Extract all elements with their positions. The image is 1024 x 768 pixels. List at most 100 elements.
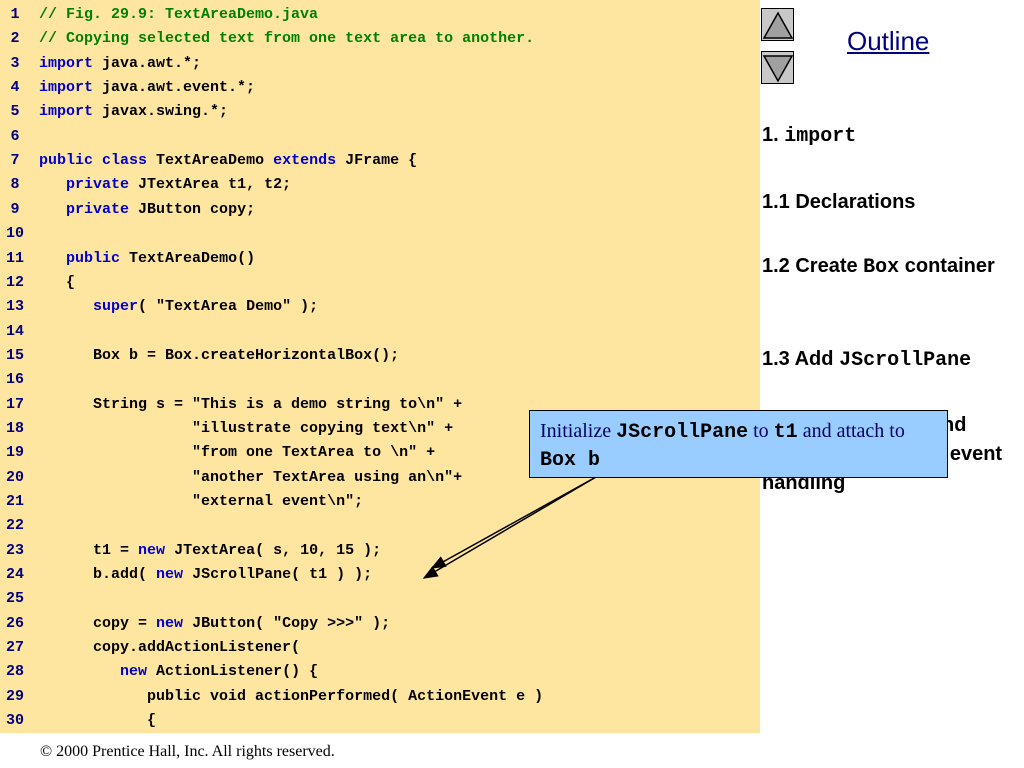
code-line: 29 public void actionPerformed( ActionEv…	[0, 685, 760, 709]
line-number: 6	[10, 127, 20, 145]
code-text: ActionListener() {	[147, 663, 319, 681]
code-line: 8 private JTextArea t1, t2;	[0, 173, 760, 197]
code-line: 7 public class TextAreaDemo extends JFra…	[0, 149, 760, 173]
code-text	[39, 298, 93, 315]
line-number: 26	[5, 614, 24, 632]
line-number: 22	[5, 517, 24, 535]
line-number: 8	[10, 176, 20, 194]
code-line: 3 import java.awt.*;	[0, 52, 760, 76]
code-line: 15 Box b = Box.createHorizontalBox();	[0, 344, 760, 368]
line-number: 20	[5, 468, 24, 486]
line-number: 19	[5, 444, 24, 462]
code-text: JTextArea( s, 10, 15 );	[165, 541, 382, 559]
code-text: JButton copy;	[129, 200, 256, 218]
next-slide-button[interactable]	[761, 51, 794, 84]
line-number: 30	[5, 712, 24, 730]
code-line: 9 private JButton copy;	[0, 198, 760, 222]
code-text: JTextArea t1, t2;	[129, 176, 292, 194]
code-text: "external event\n";	[39, 493, 364, 510]
copyright-footer: © 2000 Prentice Hall, Inc. All rights re…	[40, 743, 335, 760]
code-line: 25	[0, 587, 760, 611]
code-text: b.add(	[39, 566, 157, 584]
code-line: 30 {	[0, 709, 760, 733]
code-line: 17 String s = "This is a demo string to\…	[0, 393, 760, 417]
code-keyword: import	[39, 79, 94, 97]
line-number: 23	[5, 541, 24, 559]
code-text: ( "TextArea Demo" );	[138, 298, 319, 316]
outline-item: 1.3 Add JScrollPane	[762, 345, 1024, 375]
triangle-down-icon	[762, 55, 794, 83]
code-line: 22	[0, 514, 760, 538]
code-text: Box b = Box.createHorizontalBox();	[39, 346, 400, 364]
code-keyword: import	[39, 103, 94, 121]
code-keyword: extends	[273, 152, 337, 170]
code-keyword: public class	[39, 152, 148, 170]
outline-item-code: import	[784, 125, 857, 148]
code-keyword: private	[66, 176, 130, 194]
code-keyword: new	[138, 541, 166, 559]
code-line: 16	[0, 368, 760, 392]
line-number: 17	[5, 395, 24, 413]
code-text: TextAreaDemo	[147, 152, 274, 170]
code-text: java.awt.*;	[93, 54, 202, 72]
code-line: 11 public TextAreaDemo()	[0, 247, 760, 271]
line-number: 3	[10, 54, 20, 72]
code-line: 23 t1 = new JTextArea( s, 10, 15 );	[0, 539, 760, 563]
outline-item-text: 1.	[762, 124, 785, 146]
code-line: 2 // Copying selected text from one text…	[0, 27, 760, 51]
code-text	[39, 176, 66, 193]
line-number: 21	[5, 493, 24, 510]
code-text: "illustrate copying text\n" +	[39, 419, 454, 437]
callout-code: JScrollPane	[616, 421, 749, 444]
code-line: 13 super( "TextArea Demo" );	[0, 295, 760, 319]
code-keyword: super	[93, 298, 139, 316]
code-text: TextAreaDemo()	[120, 249, 256, 267]
outline-item-code: JScrollPane	[839, 349, 972, 372]
code-text: javax.swing.*;	[93, 103, 229, 121]
line-number: 7	[10, 152, 20, 170]
code-keyword: new	[120, 663, 148, 681]
code-text	[39, 201, 66, 218]
code-line: 27 copy.addActionListener(	[0, 636, 760, 660]
outline-link[interactable]: Outline	[847, 26, 930, 56]
outline-item-text: 1.1 Declarations	[762, 191, 916, 213]
line-number: 29	[5, 687, 24, 705]
code-line: 19 "from one TextArea to \n" +	[0, 441, 760, 465]
outline-item-text: 1.2 Create	[762, 255, 864, 277]
outline-item-text: container	[899, 255, 995, 277]
code-text: copy.addActionListener(	[39, 639, 301, 657]
line-number: 2	[10, 30, 20, 48]
code-line: 1 // Fig. 29.9: TextAreaDemo.java	[0, 3, 760, 27]
outline-item-text: 1.3 Add	[762, 348, 840, 370]
code-text	[39, 663, 120, 680]
line-number: 9	[10, 200, 20, 218]
code-text: t1 =	[39, 541, 139, 559]
line-number: 24	[5, 566, 24, 584]
callout-code: t1	[773, 421, 798, 444]
code-text: JFrame {	[336, 152, 418, 170]
line-number: 18	[5, 419, 24, 437]
code-text: "from one TextArea to \n" +	[39, 444, 436, 462]
code-text: {	[39, 273, 76, 291]
outline-item: 1. import	[762, 121, 1024, 151]
code-comment: // Copying selected text from one text a…	[39, 30, 535, 48]
code-keyword: new	[156, 614, 184, 632]
code-line: 28 new ActionListener() {	[0, 660, 760, 684]
code-text: {	[39, 712, 157, 730]
line-number: 5	[10, 103, 20, 121]
code-comment: // Fig. 29.9: TextAreaDemo.java	[39, 6, 319, 23]
code-line: 12 {	[0, 271, 760, 295]
code-line: 14	[0, 320, 760, 344]
code-line: 5 import javax.swing.*;	[0, 100, 760, 124]
code-text: JButton( "Copy >>>" );	[183, 614, 391, 632]
outline-item: 1.1 Declarations	[762, 188, 1024, 217]
previous-slide-button[interactable]	[761, 8, 794, 41]
code-text: copy =	[39, 614, 157, 632]
line-number: 4	[10, 79, 20, 97]
line-number: 11	[5, 249, 24, 267]
code-keyword: import	[39, 54, 94, 72]
code-text: public void actionPerformed( ActionEvent…	[39, 687, 544, 705]
code-text	[39, 250, 66, 267]
line-number: 28	[5, 663, 24, 681]
line-number: 15	[5, 346, 24, 364]
